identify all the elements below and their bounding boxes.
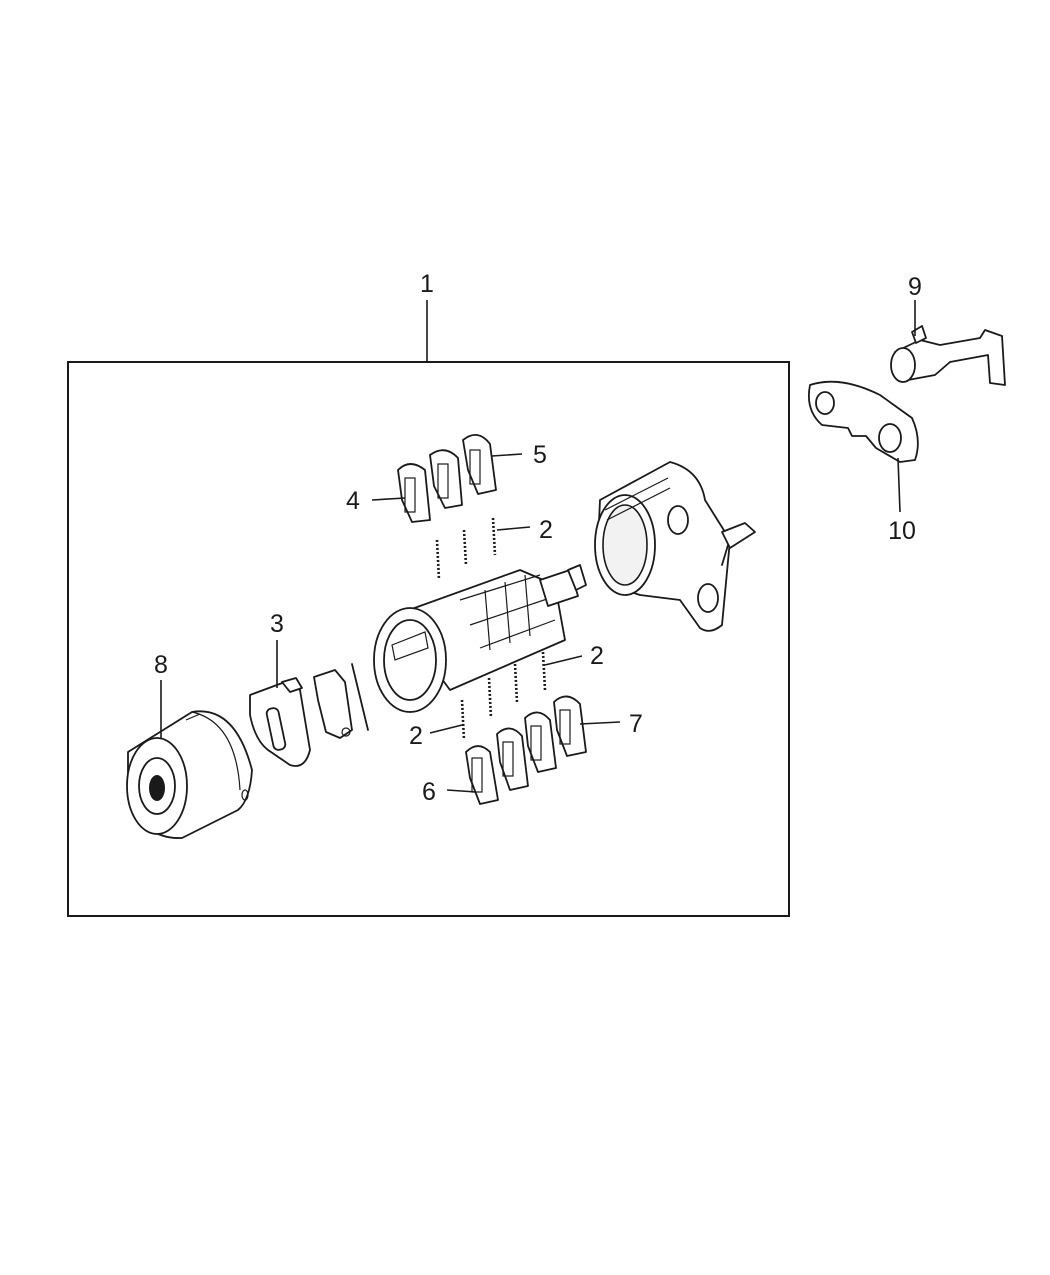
retainer-part — [249, 663, 369, 767]
link-plate-part — [807, 380, 919, 463]
leader-lines — [160, 300, 916, 793]
callout-2-upper: 2 — [539, 516, 553, 544]
lower-wafers-part — [465, 695, 587, 805]
kit-frame — [67, 361, 790, 917]
callout-2-right: 2 — [590, 642, 604, 670]
bezel-cap-part — [126, 710, 253, 839]
callout-10: 10 — [888, 517, 916, 545]
callout-9: 9 — [908, 273, 922, 301]
upper-wafers-part — [397, 434, 497, 523]
springs-part — [435, 517, 547, 741]
callout-7: 7 — [629, 710, 643, 738]
callout-1: 1 — [420, 270, 434, 298]
callout-3: 3 — [270, 610, 284, 638]
callout-2-left: 2 — [409, 722, 423, 750]
lock-housing-part — [594, 461, 756, 632]
callout-5: 5 — [533, 441, 547, 469]
cylinder-core-part — [373, 564, 587, 713]
callout-8: 8 — [154, 651, 168, 679]
lever-part — [890, 325, 1006, 386]
callout-6: 6 — [422, 778, 436, 806]
callout-4: 4 — [346, 487, 360, 515]
